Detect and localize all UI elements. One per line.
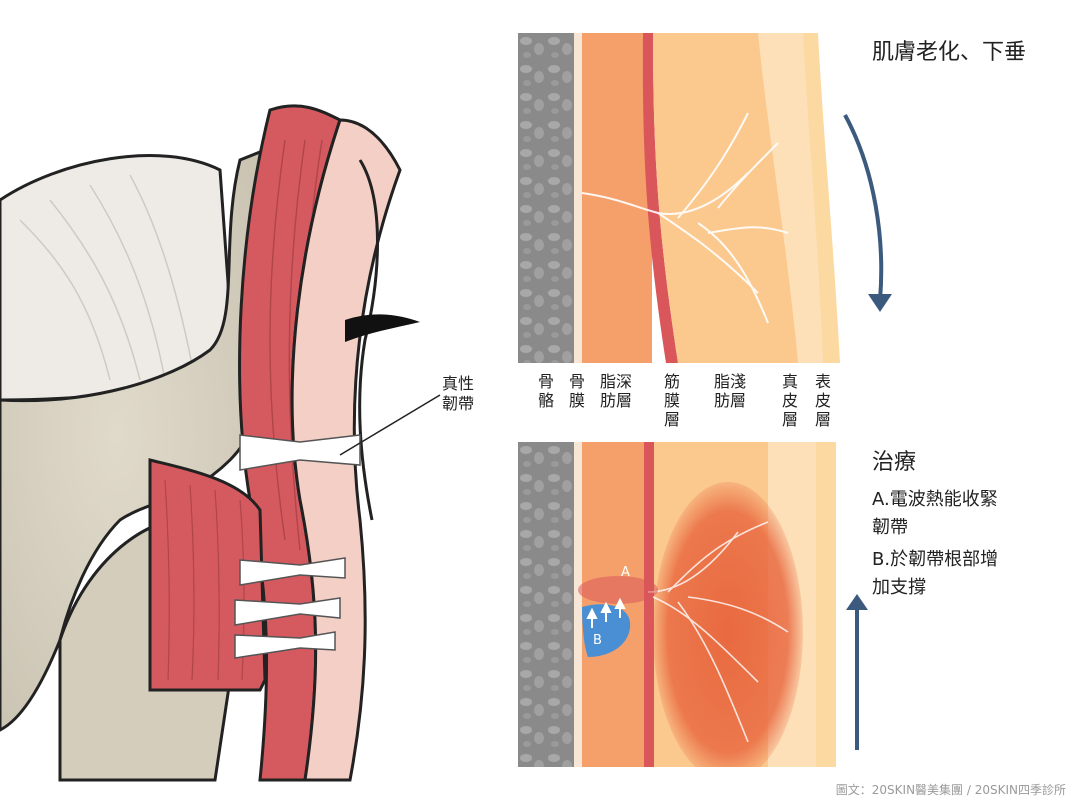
treatment-title: 治療 xyxy=(872,450,917,475)
periosteum-layer xyxy=(574,33,582,363)
marker-a-zone xyxy=(578,576,658,604)
bone-layer xyxy=(518,33,574,363)
layer-label-superficial-fat: 脂淺肪層 xyxy=(713,372,746,410)
lower-muscle xyxy=(148,458,267,692)
image-credit: 圖文：20SKIN醫美集團 / 20SKIN四季診所 xyxy=(835,783,1066,797)
layer-label-dermis: 真皮層 xyxy=(781,372,798,429)
aging-layers-panel xyxy=(518,33,840,363)
ligament-leader-line xyxy=(339,394,441,456)
face-cross-section-illustration xyxy=(0,104,441,782)
layer-label-epidermis: 表皮層 xyxy=(814,372,831,429)
layer-label-fascia: 筋膜層 xyxy=(663,372,680,429)
treatment-item-b: B.於韌帶根部增 加支撐 xyxy=(872,549,999,598)
sagging-arrow xyxy=(843,114,892,312)
treatment-layers-panel xyxy=(518,442,836,767)
dermis-layer xyxy=(758,33,823,363)
fascia-layer-bottom xyxy=(644,442,654,767)
eye-lash xyxy=(345,314,420,342)
layer-label-bone: 骨骼 xyxy=(537,372,554,410)
layer-label-periosteum: 骨膜 xyxy=(568,372,585,410)
support-arrows xyxy=(586,597,626,628)
true-ligaments xyxy=(234,434,361,659)
deep-fat-layer xyxy=(582,33,652,363)
epidermis-layer xyxy=(803,33,840,363)
lifting-arrow xyxy=(846,594,868,750)
marker-a-label: A xyxy=(621,565,630,580)
treatment-item-a: A.電波熱能收緊 韌帶 xyxy=(872,489,998,538)
marker-b-label: B xyxy=(593,633,602,648)
fascia-layer xyxy=(642,33,678,363)
aging-title: 肌膚老化、下垂 xyxy=(872,40,1027,65)
ligament-label: 真性 韌帶 xyxy=(442,374,475,413)
ligament-network xyxy=(581,112,789,324)
layer-label-deep-fat: 脂深肪層 xyxy=(599,372,632,410)
rf-heat-zone xyxy=(653,482,803,767)
